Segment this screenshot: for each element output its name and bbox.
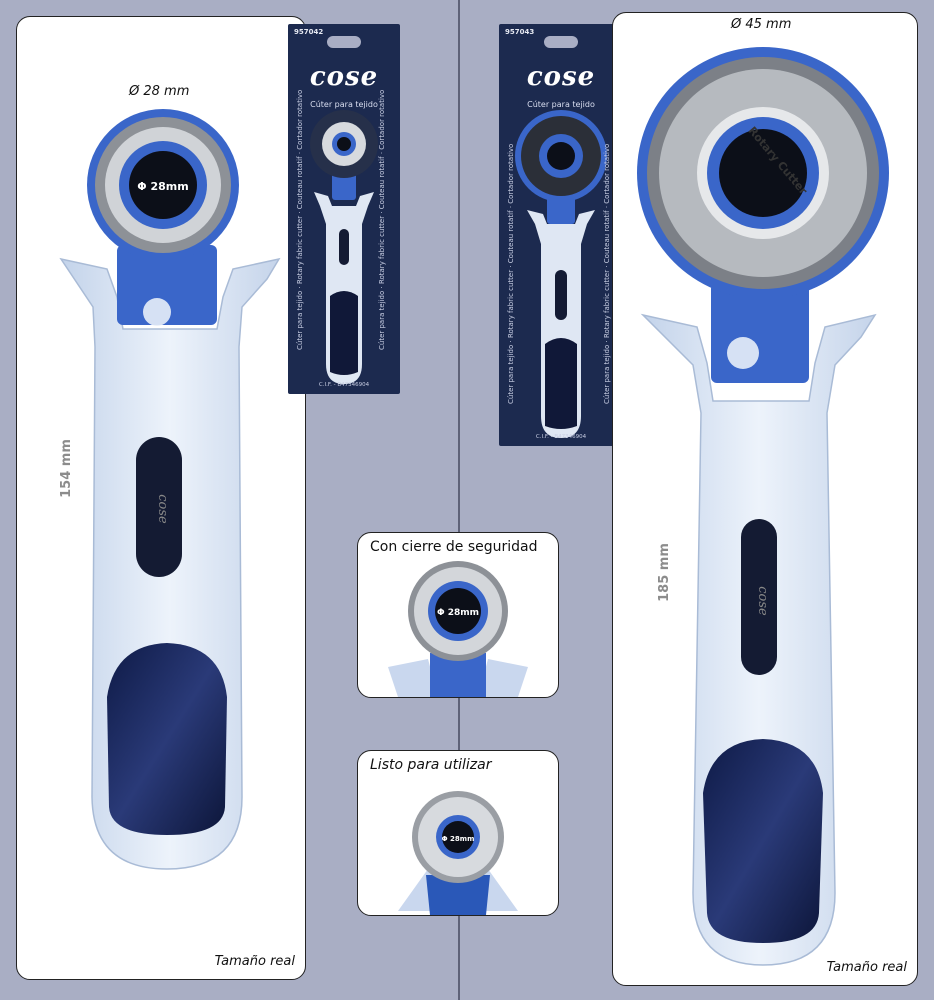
large-package-footer: C.I.F. - B47346904 — [535, 434, 587, 440]
package-hang-hole — [327, 36, 361, 48]
large-package: 957043 cose Cúter para tejido Cúter para… — [499, 24, 623, 446]
left-blade-marking: Φ 28mm — [137, 180, 188, 193]
small-package-footer: C.I.F. - B47346904 — [318, 382, 370, 388]
package-hang-hole — [544, 36, 578, 48]
left-caption: Tamaño real — [214, 954, 295, 969]
large-package-subtitle: Cúter para tejido — [527, 100, 595, 109]
small-package-subtitle: Cúter para tejido — [310, 100, 378, 109]
small-package-code: 957042 — [294, 28, 324, 36]
inset-lock-blade-marking: Φ 28mm — [437, 608, 479, 618]
inset-ready-blade-marking: Φ 28mm — [442, 835, 475, 843]
inset-safety-lock: Con cierre de seguridad Φ 28mm — [357, 532, 559, 698]
safety-lock-detail-image: Φ 28mm — [388, 561, 528, 697]
left-diameter-label: Ø 28 mm — [129, 84, 190, 99]
right-diameter-label: Ø 45 mm — [731, 17, 792, 32]
right-product-panel: Ø 45 mm 185 mm cose Rotary Cutter Tamaño… — [612, 12, 918, 986]
inset-ready-title: Listo para utilizar — [370, 757, 492, 773]
large-package-brand: cose — [526, 62, 596, 92]
large-package-side-text-left: Cúter para tejido · Rotary fabric cutter… — [507, 143, 515, 404]
left-product-panel: Ø 28 mm 154 mm cose Φ 28mm Tamaño real — [16, 16, 306, 980]
small-package-side-text: Cúter para tejido · Rotary fabric cutter… — [378, 89, 386, 350]
inset-safety-lock-title: Con cierre de seguridad — [370, 539, 538, 555]
small-package-brand: cose — [309, 62, 379, 92]
inset-ready-to-use: Listo para utilizar Φ 28mm — [357, 750, 559, 916]
large-package-side-text: Cúter para tejido · Rotary fabric cutter… — [603, 143, 611, 404]
large-package-code: 957043 — [505, 28, 535, 36]
small-package-cutter-image — [310, 110, 378, 384]
small-package: 957042 cose Cúter para tejido Cúter para… — [288, 24, 400, 394]
small-rotary-cutter-image: cose Φ 28mm — [59, 109, 281, 870]
left-handle-logo: cose — [155, 494, 170, 524]
right-caption: Tamaño real — [826, 960, 907, 975]
right-handle-logo: cose — [755, 586, 770, 616]
large-rotary-cutter-image: cose Rotary Cutter — [637, 47, 889, 966]
ready-to-use-detail-image: Φ 28mm — [398, 791, 518, 915]
center-divider — [458, 0, 460, 1000]
small-package-side-text-left: Cúter para tejido · Rotary fabric cutter… — [296, 89, 304, 350]
large-package-cutter-image — [515, 110, 607, 438]
